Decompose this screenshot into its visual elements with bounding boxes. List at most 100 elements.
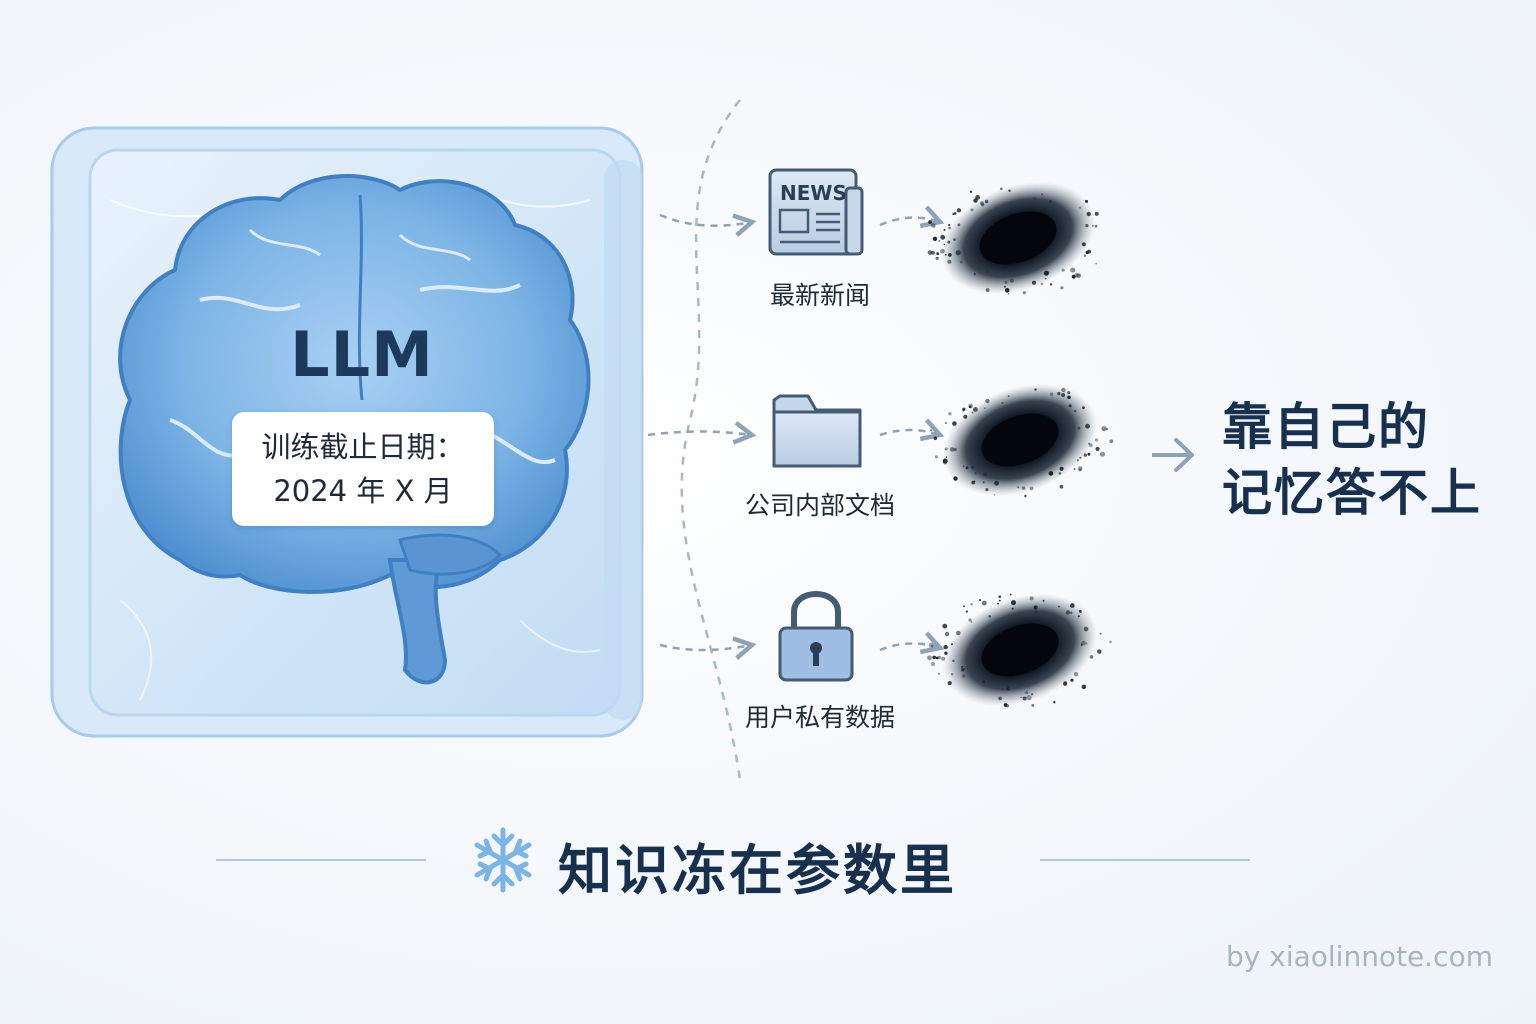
hole-particle	[942, 458, 948, 464]
hole-particle	[965, 466, 969, 470]
hole-particle	[1078, 466, 1083, 471]
hole-particle	[961, 665, 964, 668]
hole-particle	[1001, 401, 1004, 404]
hole-particle	[1076, 459, 1079, 462]
hole-particle	[1081, 640, 1086, 646]
hole-particle	[1077, 615, 1080, 618]
hole-particle	[970, 621, 973, 623]
hole-particle	[1095, 446, 1100, 452]
hole-particle	[1043, 270, 1049, 276]
hole-particle	[1061, 268, 1065, 272]
hole-particle	[1109, 640, 1112, 644]
hole-particle	[1007, 293, 1010, 295]
hole-particle	[1071, 274, 1076, 279]
hole-particle	[1003, 285, 1006, 288]
hole-particle	[927, 655, 932, 661]
hole-particle	[943, 243, 946, 246]
black-hole-2	[942, 383, 1098, 497]
hole-particle	[942, 460, 948, 465]
hole-particle	[1022, 291, 1026, 295]
hole-particle	[1068, 404, 1072, 408]
hole-particle	[1085, 423, 1090, 429]
source-label-news: 最新新闻	[769, 281, 870, 310]
hole-particle	[1009, 278, 1015, 283]
hole-particle	[1049, 392, 1054, 397]
hole-particle	[1004, 281, 1008, 284]
hole-particle	[948, 223, 951, 227]
hole-particle	[1085, 199, 1088, 203]
hole-particle	[1101, 426, 1107, 432]
hole-particle	[948, 253, 952, 257]
hole-particle	[1029, 596, 1034, 601]
folder-icon	[772, 394, 862, 468]
hole-particle	[1032, 280, 1036, 285]
hole-particles	[927, 187, 1114, 708]
hole-particle	[943, 644, 948, 650]
hole-particle	[957, 223, 961, 227]
hole-particle	[979, 201, 984, 206]
hole-particle	[973, 407, 978, 412]
hole-particle	[1070, 611, 1073, 614]
hole-particle	[961, 674, 966, 678]
hole-particle	[927, 250, 933, 256]
hole-particle	[1063, 680, 1068, 685]
newspaper-icon: NEWS	[768, 168, 864, 256]
black-hole-3	[942, 593, 1098, 707]
hole-particle	[1089, 655, 1094, 659]
arrow-to-docs	[647, 420, 757, 445]
hole-particle	[1007, 395, 1010, 398]
hole-particle	[979, 599, 982, 602]
hole-particle	[993, 494, 996, 496]
hole-particle	[1026, 695, 1032, 701]
hole-particle	[944, 253, 947, 256]
hole-particle	[969, 190, 973, 193]
hole-particle	[955, 250, 961, 256]
hole-particle	[1073, 468, 1076, 470]
lock-icon	[778, 591, 854, 682]
hole-particle	[937, 655, 941, 660]
credit-text: by xiaolinnote.com	[1226, 940, 1493, 973]
hole-particle	[934, 455, 939, 459]
hole-particle	[947, 259, 952, 264]
hole-particle	[932, 655, 936, 660]
hole-particle	[1049, 200, 1052, 203]
hole-particle	[953, 447, 957, 452]
hole-particle	[1022, 696, 1027, 701]
hole-particle	[1083, 254, 1087, 257]
hole-particle	[1088, 443, 1093, 448]
hole-particle	[971, 411, 974, 414]
dashed-divider-curve	[680, 99, 742, 781]
hole-particle	[983, 472, 988, 477]
hole-particle	[1099, 451, 1106, 457]
hole-particle	[1040, 282, 1044, 286]
hole-particle	[1097, 649, 1102, 654]
hole-particle	[1008, 189, 1011, 192]
hole-particle	[998, 599, 1001, 602]
hole-particle	[1073, 672, 1079, 677]
hole-particle	[1077, 426, 1081, 430]
hole-particle	[1009, 593, 1012, 596]
hole-particle	[1070, 678, 1074, 682]
hole-particle	[930, 429, 933, 432]
hole-particle	[1024, 494, 1027, 498]
hole-particle	[1079, 206, 1082, 209]
hole-particle	[997, 602, 999, 605]
hole-particle	[931, 662, 935, 666]
hole-particle	[1078, 609, 1082, 613]
cutoff-line-2: 2024 年 X 月	[273, 474, 453, 508]
hole-particle	[1086, 211, 1091, 217]
hole-particle	[985, 488, 989, 492]
hole-particle	[1030, 693, 1034, 696]
cutoff-line-1: 训练截止日期：	[261, 430, 465, 464]
arrow-news-to-hole	[879, 205, 945, 229]
hole-particle	[968, 403, 973, 409]
hole-particle	[1099, 632, 1102, 635]
hole-particle	[1004, 288, 1010, 293]
hole-particle	[1083, 626, 1089, 632]
hole-particle	[1006, 686, 1011, 691]
hole-particle	[970, 603, 973, 606]
hole-particle	[1042, 599, 1045, 602]
hole-particle	[971, 480, 975, 485]
hole-particle	[1092, 225, 1094, 227]
hole-particle	[1085, 224, 1089, 228]
